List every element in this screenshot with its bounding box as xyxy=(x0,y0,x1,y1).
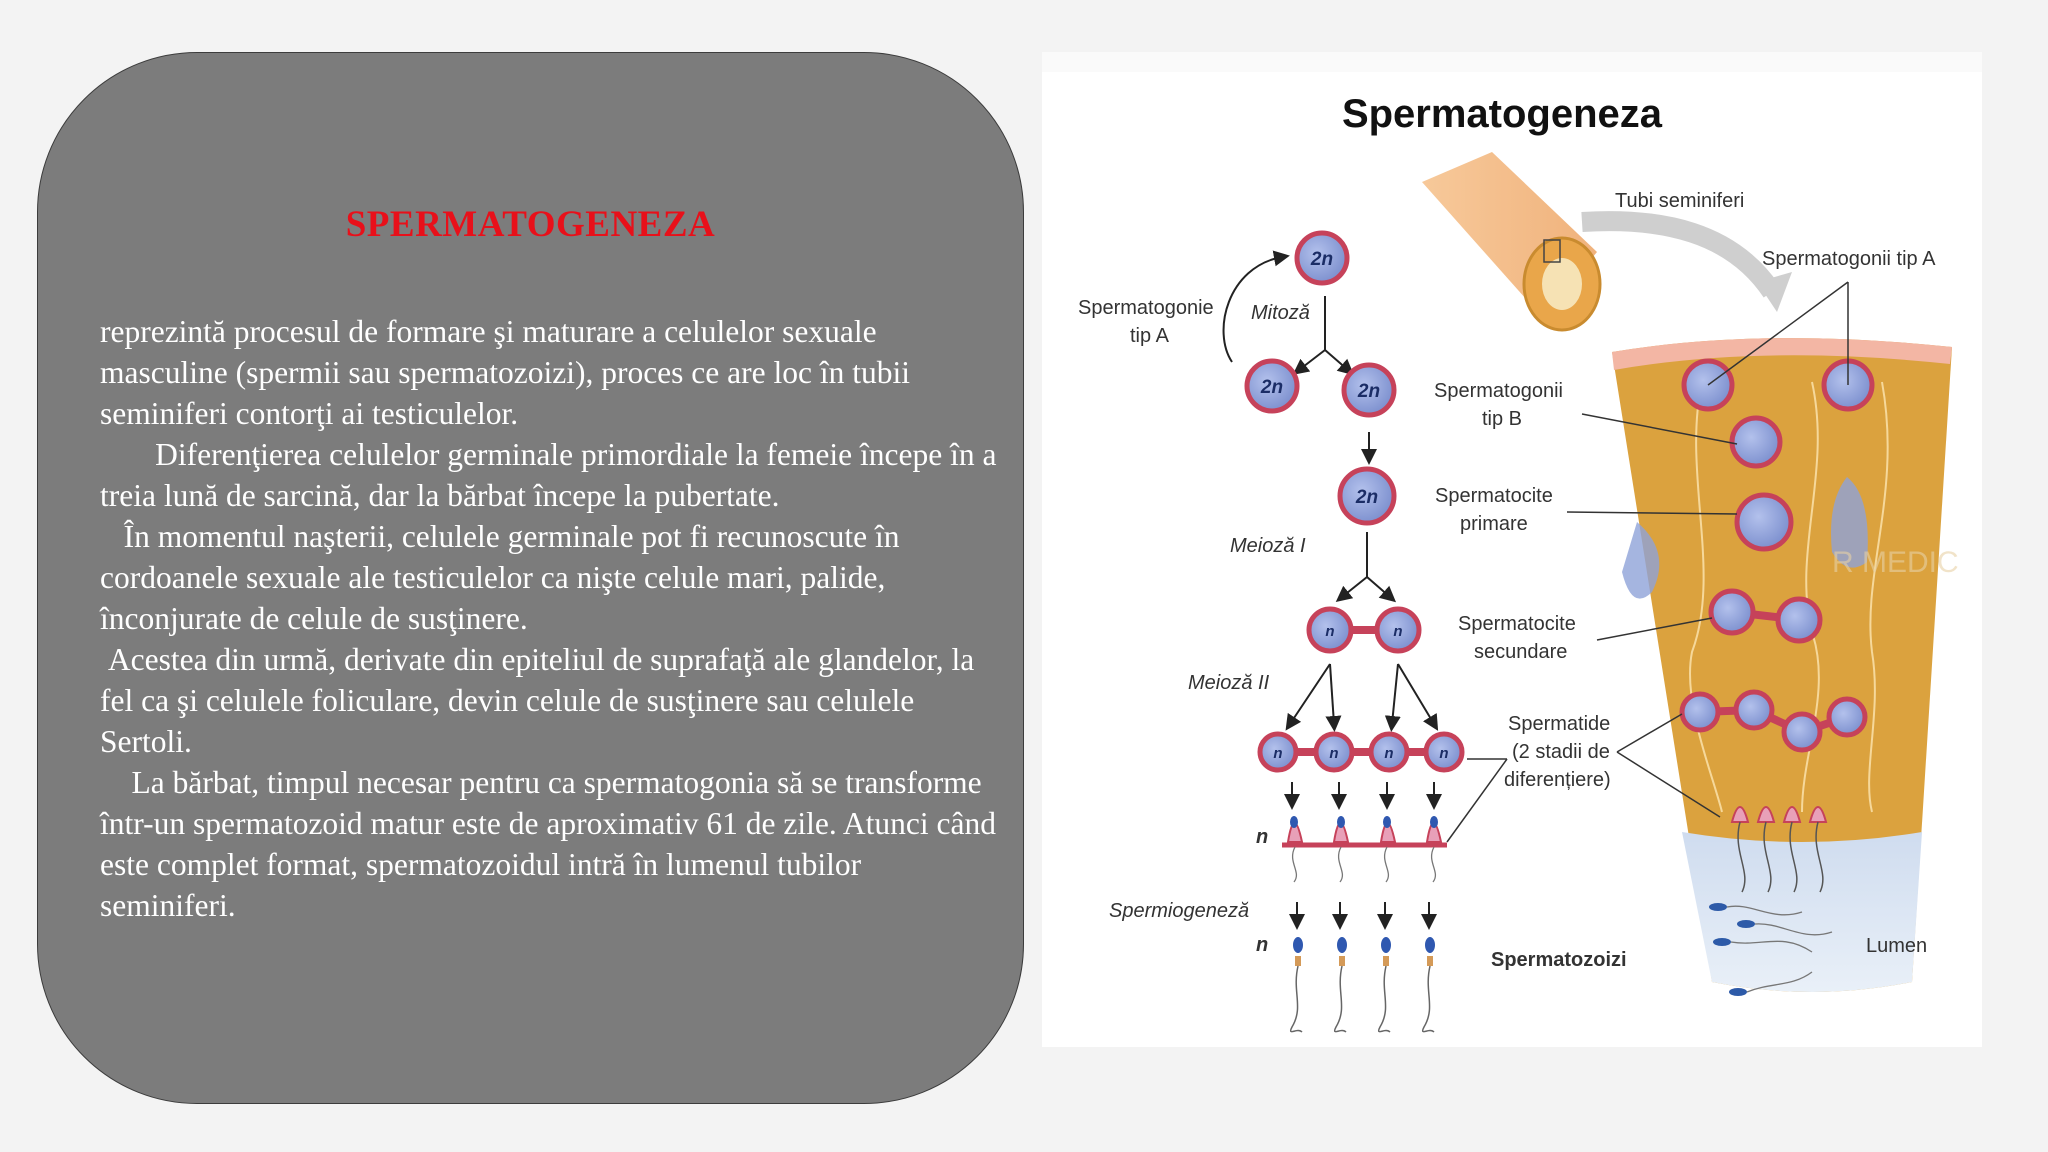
diagram-svg: Spermatogeneza Tubi seminiferi xyxy=(1042,52,1982,1047)
label-meioza-2: Meioză II xyxy=(1188,672,1270,694)
label-spermatozoizi: Spermatozoizi xyxy=(1491,949,1627,971)
cell-n-secondary-1: n xyxy=(1309,609,1351,651)
cell xyxy=(1784,714,1820,750)
label-spermatide-2: (2 stadii de xyxy=(1512,741,1610,763)
paragraph: La bărbat, timpul necesar pentru ca sper… xyxy=(100,762,1000,926)
cell xyxy=(1737,495,1791,549)
cell xyxy=(1829,699,1865,735)
label-meioza-1: Meioză I xyxy=(1230,535,1306,557)
cell-n-secondary-2: n xyxy=(1377,609,1419,651)
label-primare-2: primare xyxy=(1460,513,1528,535)
panel-title: SPERMATOGENEZA xyxy=(38,203,1023,246)
svg-text:n: n xyxy=(1393,623,1402,640)
label-secundare-1: Spermatocite xyxy=(1458,613,1576,635)
cell-2n-primary: 2n xyxy=(1340,469,1394,523)
svg-text:n: n xyxy=(1439,745,1448,762)
svg-text:2n: 2n xyxy=(1260,377,1283,398)
cell xyxy=(1711,591,1753,633)
text-panel: SPERMATOGENEZA reprezintă procesul de fo… xyxy=(37,52,1024,1104)
cell xyxy=(1682,694,1718,730)
cell-n-spermatid-3: n xyxy=(1371,734,1407,770)
label-spermatogonii-b-1: Spermatogonii xyxy=(1434,380,1563,402)
label-secundare-2: secundare xyxy=(1474,641,1567,663)
panel-body: reprezintă procesul de formare şi matura… xyxy=(100,311,1000,926)
cell-2n-left: 2n xyxy=(1247,361,1297,411)
label-spermatide-3: diferențiere) xyxy=(1504,769,1611,791)
label-mitoza: Mitoză xyxy=(1251,302,1310,324)
cell-n-spermatid-2: n xyxy=(1316,734,1352,770)
svg-text:2n: 2n xyxy=(1310,249,1333,270)
label-n-spermatids: n xyxy=(1256,826,1268,848)
label-spermatogonie-a-1: Spermatogonie xyxy=(1078,297,1214,319)
spermatogenesis-figure: Spermatogeneza Tubi seminiferi xyxy=(1042,52,1982,1047)
svg-text:n: n xyxy=(1273,745,1282,762)
label-n-spermatozoa: n xyxy=(1256,934,1268,956)
cell xyxy=(1736,692,1772,728)
label-spermatogonii-b-2: tip B xyxy=(1482,408,1522,430)
cell xyxy=(1778,599,1820,641)
label-spermatide-1: Spermatide xyxy=(1508,713,1610,735)
svg-text:2n: 2n xyxy=(1355,487,1378,508)
svg-text:n: n xyxy=(1384,745,1393,762)
cell-n-spermatid-4: n xyxy=(1426,734,1462,770)
label-lumen: Lumen xyxy=(1866,935,1927,957)
cell xyxy=(1732,418,1780,466)
paragraph: În momentul naşterii, celulele germinale… xyxy=(100,516,1000,639)
cell-2n-right: 2n xyxy=(1344,365,1394,415)
svg-text:n: n xyxy=(1329,745,1338,762)
label-tubi-seminiferi: Tubi seminiferi xyxy=(1615,190,1744,212)
label-primare-1: Spermatocite xyxy=(1435,485,1553,507)
figure-title: Spermatogeneza xyxy=(1342,92,1663,136)
label-spermatogonie-a-2: tip A xyxy=(1130,325,1170,347)
svg-text:R MEDIC: R MEDIC xyxy=(1832,546,1959,579)
cell-n-spermatid-1: n xyxy=(1260,734,1296,770)
label-spermiogeneza: Spermiogeneză xyxy=(1109,900,1249,922)
cell-2n-top: 2n xyxy=(1297,233,1347,283)
label-spermatogonii-a: Spermatogonii tip A xyxy=(1762,248,1936,270)
paragraph: reprezintă procesul de formare şi matura… xyxy=(100,311,1000,434)
paragraph: Diferenţierea celulelor germinale primor… xyxy=(100,434,1000,516)
svg-text:n: n xyxy=(1325,623,1334,640)
paragraph: Acestea din urmă, derivate din epiteliul… xyxy=(100,639,1000,762)
svg-text:2n: 2n xyxy=(1357,381,1380,402)
